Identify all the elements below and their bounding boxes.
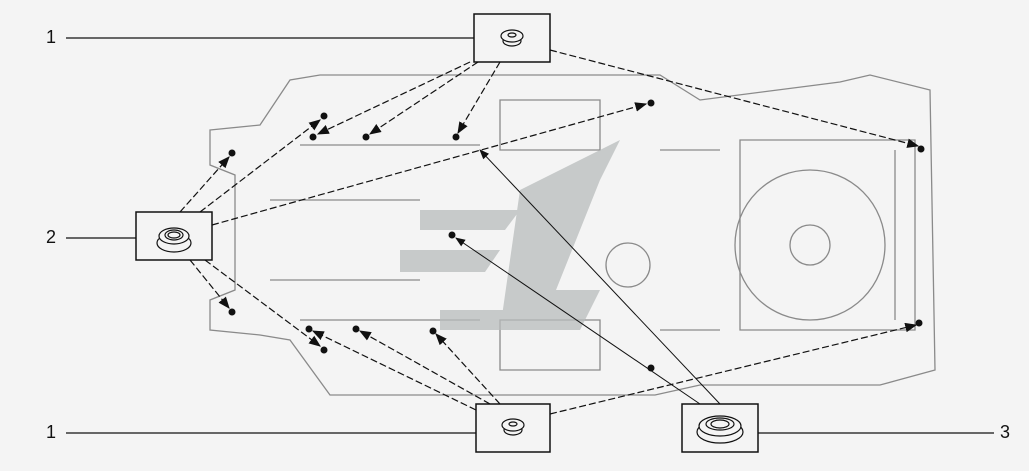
callout-number: 1 <box>46 422 57 442</box>
callout-number: 1 <box>46 27 57 47</box>
small-plug-icon <box>501 418 525 436</box>
part-box-1-top <box>473 13 551 63</box>
plug-locations <box>228 99 925 372</box>
pointer-lines-3 <box>455 149 721 405</box>
part-box-2 <box>135 211 213 261</box>
callout-number: 2 <box>46 227 57 247</box>
small-plug-icon <box>500 29 524 47</box>
watermark-logo <box>400 140 620 330</box>
callout-number: 3 <box>1000 422 1011 442</box>
car-underbody-outline <box>209 74 936 396</box>
large-plug-icon <box>696 415 744 444</box>
pointer-arrows <box>179 49 920 415</box>
part-box-3 <box>681 403 759 453</box>
part-box-1-bottom <box>475 403 551 453</box>
leader-lines <box>66 37 994 434</box>
medium-plug-icon <box>156 227 192 253</box>
